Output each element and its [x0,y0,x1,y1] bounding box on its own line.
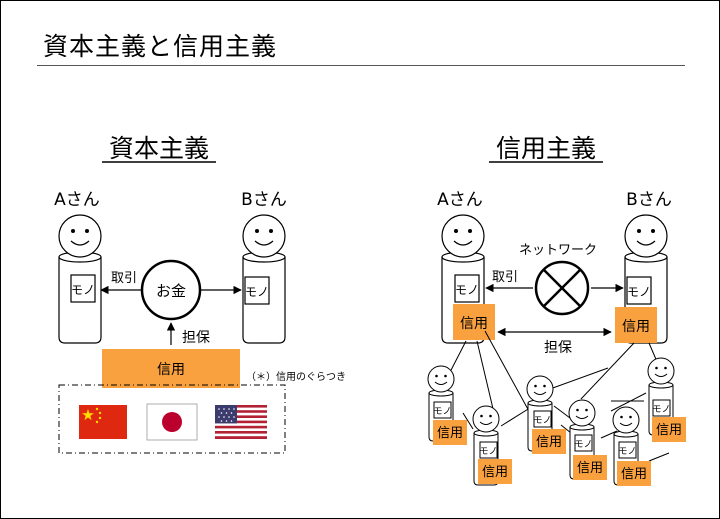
cred-collateral-label: 担保 [544,340,572,356]
small-person-5: モノ 信用 [612,406,651,486]
small-person-2: モノ 信用 [472,405,512,486]
smiley-face-icon [612,406,640,434]
cap-collateral-label: 担保 [182,330,210,346]
credit-system-panel: 信用主義 Aさん Bさん モノ 信用 [427,134,686,486]
small-goods-label: モノ [574,440,592,450]
small-credit-label: 信用 [437,426,463,441]
smiley-face-icon [624,214,668,258]
cred-person-b: モノ 信用 [615,214,668,344]
usa-flag-icon [215,405,267,439]
cap-goods-b-label: モノ [245,285,269,299]
cred-credit-a [453,304,495,340]
cap-person-a-label: Aさん [54,190,100,210]
cred-person-b-label: Bさん [626,190,672,210]
japan-flag-icon [146,403,198,441]
cred-goods-a-label: モノ [455,283,479,297]
small-person-3: モノ 信用 [526,375,566,454]
small-goods-label: モノ [652,405,670,415]
cred-credit-b [615,307,657,343]
network-x-icon [534,260,590,316]
money-label: お金 [156,282,186,300]
credit-wobble-note: （＊）信用のぐらつき [246,371,346,383]
cred-credit-b-label: 信用 [622,319,650,335]
smiley-face-icon [568,399,596,427]
china-flag-icon [79,405,127,439]
cred-credit-a-label: 信用 [460,316,488,332]
small-goods-label: モノ [479,447,497,457]
slide-title: 資本主義と信用主義 [43,32,278,61]
smiley-face-icon [472,405,500,433]
network-label: ネットワーク [519,243,597,258]
smiley-face-icon [526,375,554,403]
cred-goods-b-label: モノ [627,285,651,299]
small-goods-label: モノ [433,407,451,417]
small-goods-label: モノ [618,447,636,457]
smiley-face-icon [647,357,675,385]
cap-credit-bar [102,349,240,388]
small-credit-label: 信用 [482,465,508,480]
small-person-1: モノ 信用 [427,365,467,445]
small-credit-label: 信用 [621,467,647,482]
cap-goods-a-label: モノ [71,283,95,297]
credit-system-heading: 信用主義 [496,134,596,163]
small-person-6: モノ 信用 [647,357,686,442]
cred-trade-label: 取引 [492,270,518,285]
smiley-face-icon [427,365,455,393]
small-goods-label: モノ [533,416,551,426]
flags-dashed-box [58,384,286,454]
cred-person-a: モノ 信用 [441,214,495,344]
capitalism-heading: 資本主義 [109,134,209,163]
cap-trade-label: 取引 [111,271,137,286]
cap-person-b-label: Bさん [241,190,287,210]
title-underline [37,65,685,66]
small-person-4: モノ 信用 [568,399,607,480]
cap-credit-label: 信用 [157,362,185,378]
smiley-face-icon [242,214,286,258]
smiley-face-icon [441,214,485,258]
small-credit-label: 信用 [536,435,562,450]
capitalism-panel: 資本主義 Aさん Bさん モノ [54,134,346,454]
small-credit-label: 信用 [577,461,603,476]
cap-person-a: モノ [58,214,102,344]
small-credit-label: 信用 [656,423,682,438]
money-circle [140,259,202,321]
smiley-face-icon [58,214,102,258]
cap-person-b: モノ [242,214,286,344]
cred-person-a-label: Aさん [437,190,483,210]
